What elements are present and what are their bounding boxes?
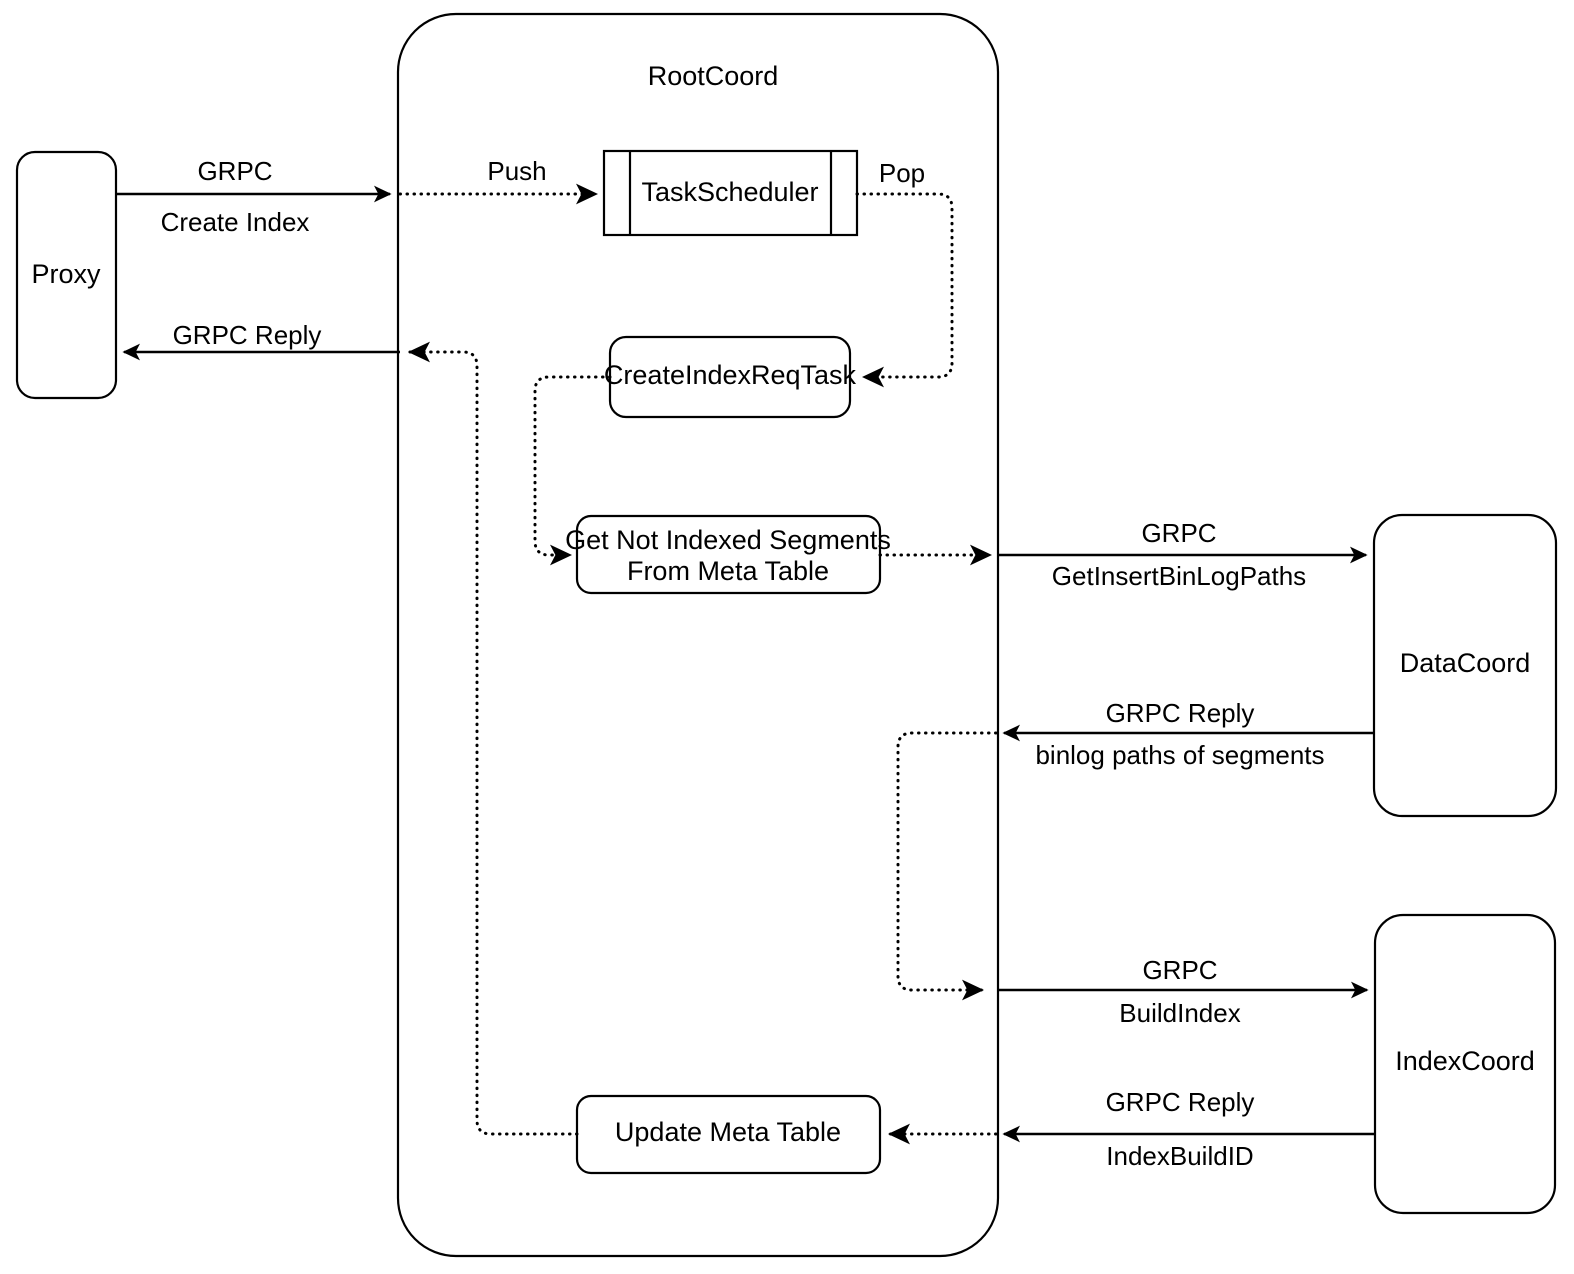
edge-label-grpc-indexcoord: GRPC (1142, 955, 1217, 985)
edge-label-pop: Pop (879, 158, 925, 188)
node-update-meta-table[interactable]: Update Meta Table (575, 1094, 882, 1175)
indexcoord-label: IndexCoord (1395, 1046, 1535, 1076)
pop-line (855, 192, 954, 388)
edge-label-grpc-reply-datacoord: GRPC Reply (1106, 698, 1255, 728)
edge-label-indexbuildid: IndexBuildID (1106, 1141, 1253, 1171)
datacoord-box[interactable] (1372, 513, 1558, 818)
indexcoord-box[interactable] (1373, 913, 1557, 1215)
node-datacoord[interactable]: DataCoord (1372, 513, 1558, 818)
edge-createindexreqtask-to-getsegments (533, 375, 612, 566)
datacoord-label: DataCoord (1400, 648, 1531, 678)
node-get-not-indexed-segments[interactable]: Get Not Indexed Segments From Meta Table (565, 514, 891, 595)
edge-label-grpc-datacoord: GRPC (1141, 518, 1216, 548)
createindexreqtask-to-getsegments-line (533, 375, 612, 566)
proxy-box[interactable] (15, 150, 118, 400)
edge-getsegments-to-datacoord: GRPC GetInsertBinLogPaths (998, 518, 1368, 591)
edge-label-grpc-reply-proxy: GRPC Reply (173, 320, 322, 350)
edge-label-create-index: Create Index (161, 207, 310, 237)
edge-label-grpc-request: GRPC (197, 156, 272, 186)
edge-pop-to-createindexreqtask: Pop (855, 158, 954, 388)
node-indexcoord[interactable]: IndexCoord (1373, 913, 1557, 1215)
node-proxy[interactable]: Proxy (15, 150, 118, 400)
edge-label-binlog-paths: binlog paths of segments (1035, 740, 1324, 770)
container-rootcoord: RootCoord (396, 12, 1000, 1258)
update-meta-table-label: Update Meta Table (615, 1117, 841, 1147)
edge-rootcoord-to-proxy: GRPC Reply (122, 320, 400, 361)
task-scheduler-box[interactable] (602, 149, 859, 237)
edge-proxy-to-rootcoord: GRPC Create Index (116, 156, 392, 237)
edge-indexcoord-reply: GRPC Reply IndexBuildID (888, 1087, 1375, 1171)
edge-label-push: Push (487, 156, 546, 186)
task-scheduler-label: TaskScheduler (641, 177, 818, 207)
node-task-scheduler[interactable]: TaskScheduler (602, 149, 859, 237)
node-create-index-req-task[interactable]: CreateIndexReqTask (604, 335, 857, 419)
edge-label-buildindex: BuildIndex (1119, 998, 1240, 1028)
rootcoord-title: RootCoord (648, 61, 779, 91)
reply-to-buildindex-line (896, 731, 998, 1001)
edge-push-to-taskscheduler: Push (398, 156, 598, 205)
get-not-indexed-segments-label-line1: Get Not Indexed Segments (565, 525, 891, 555)
create-index-req-task-label: CreateIndexReqTask (604, 360, 857, 390)
proxy-label: Proxy (31, 259, 101, 289)
edge-label-grpc-reply-indexcoord: GRPC Reply (1106, 1087, 1255, 1117)
edge-datacoord-reply: GRPC Reply binlog paths of segments (1002, 698, 1374, 770)
get-not-indexed-segments-label-line2: From Meta Table (627, 556, 829, 586)
edge-reply-to-buildindex-connector (896, 731, 998, 1001)
edge-label-getinsertbinlogpaths: GetInsertBinLogPaths (1052, 561, 1306, 591)
edge-rootcoord-to-indexcoord: GRPC BuildIndex (998, 955, 1369, 1028)
edge-updatemeta-to-grpcreply (408, 341, 579, 1136)
updatemeta-to-grpcreply-line (408, 341, 579, 1136)
rootcoord-boundary (396, 12, 1000, 1258)
